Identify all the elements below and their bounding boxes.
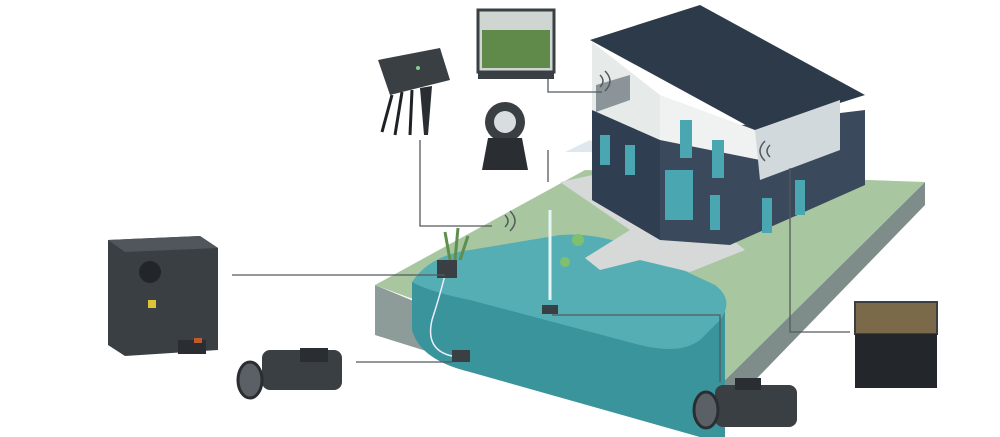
pump-icon	[715, 385, 797, 427]
callout-aquarium	[789, 168, 850, 333]
filter-valve-handle	[194, 338, 202, 343]
pond-filter-small	[437, 260, 457, 278]
pump-outlet	[300, 348, 328, 362]
patio-door	[665, 170, 693, 220]
terrarium-device	[476, 8, 556, 79]
pump-inlet	[692, 390, 720, 430]
window	[762, 198, 772, 233]
pump-left-device	[236, 348, 342, 400]
wifi-icons	[504, 70, 771, 232]
pump-outlet	[735, 378, 761, 390]
filter-label	[148, 300, 156, 308]
filter-outlet	[139, 261, 161, 283]
pump-right-device	[692, 378, 797, 430]
window	[600, 135, 610, 165]
house	[590, 5, 865, 245]
submerged-pump	[452, 350, 470, 362]
pond-filter-device	[108, 236, 218, 356]
filter-valve	[178, 340, 206, 354]
control-box-icon	[378, 48, 450, 95]
aquarium-icon	[854, 301, 938, 335]
window	[712, 140, 724, 178]
controller-stake	[420, 86, 432, 135]
terrace-balcony	[596, 75, 630, 112]
filter-box-icon	[108, 236, 218, 356]
window	[795, 180, 805, 215]
callout-lines	[232, 75, 850, 382]
fountain-pump	[542, 305, 558, 314]
lily-pad	[560, 257, 570, 267]
aquarium-device	[854, 301, 938, 388]
slab-right-side	[700, 182, 925, 437]
filter-lid	[108, 236, 218, 252]
terrarium-plants	[482, 30, 550, 68]
spotlight-device	[482, 102, 528, 170]
pump-hose	[429, 274, 453, 357]
callout-terrarium	[547, 75, 602, 93]
window	[680, 120, 692, 158]
wifi-icon	[759, 140, 771, 162]
wifi-icon	[504, 210, 516, 232]
terrarium-base	[478, 72, 554, 79]
callout-controller	[419, 140, 492, 227]
spotlight-base	[482, 138, 528, 170]
window	[625, 145, 635, 175]
pond-water-surface	[412, 234, 727, 349]
window	[710, 195, 720, 230]
status-light	[416, 66, 420, 70]
reeds	[443, 227, 470, 261]
spotlight-lens	[494, 111, 516, 133]
controller-device	[378, 48, 450, 136]
callout-pump-right	[552, 314, 721, 382]
controller-cables	[380, 89, 414, 136]
pump-inlet	[236, 360, 264, 400]
balcony-room	[755, 100, 840, 180]
house-roof	[590, 5, 865, 130]
aquarium-cabinet	[855, 334, 937, 388]
wifi-icon	[599, 70, 611, 92]
pond	[412, 210, 727, 437]
lily-pad	[572, 234, 584, 246]
